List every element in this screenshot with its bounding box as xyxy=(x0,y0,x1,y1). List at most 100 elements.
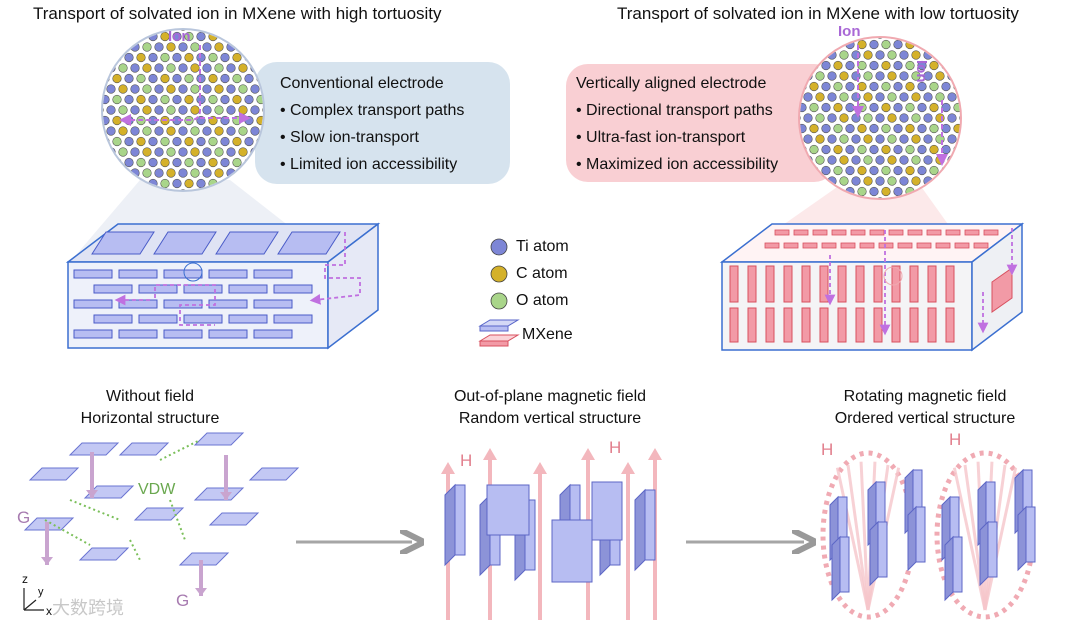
horizontal-flake xyxy=(118,299,158,309)
legend-c: C atom xyxy=(516,265,568,282)
atom xyxy=(911,92,921,102)
ordered-flake xyxy=(979,520,989,587)
atom xyxy=(202,42,212,52)
conventional-bullet-3: • Limited ion accessibility xyxy=(280,156,458,173)
horizontal-flake xyxy=(253,269,293,279)
atom xyxy=(762,40,771,49)
flake xyxy=(28,467,80,481)
atom xyxy=(160,52,170,63)
atom xyxy=(881,186,891,197)
atom xyxy=(196,178,206,189)
atom xyxy=(59,64,68,73)
atom xyxy=(875,113,885,123)
atom xyxy=(768,30,777,39)
atom xyxy=(71,64,80,73)
atom xyxy=(905,60,915,71)
ordered-flake-face xyxy=(987,521,998,578)
flake xyxy=(248,467,300,481)
atom xyxy=(103,31,110,42)
atom xyxy=(809,81,819,92)
watermark: 大数跨境 xyxy=(52,598,124,618)
atom xyxy=(935,92,945,102)
atom xyxy=(803,38,813,39)
atom xyxy=(172,136,182,147)
atom xyxy=(839,50,849,60)
atom xyxy=(833,165,843,176)
atom xyxy=(774,187,783,196)
top-vertical-flake xyxy=(935,242,951,249)
ordered-flake-face xyxy=(915,506,926,563)
atom xyxy=(299,43,308,52)
atom xyxy=(160,31,170,42)
atom xyxy=(214,168,224,178)
atom xyxy=(768,198,777,207)
atom xyxy=(208,136,218,147)
atom xyxy=(941,186,951,197)
atom xyxy=(947,38,957,39)
atom xyxy=(184,31,194,42)
atom xyxy=(142,84,152,94)
atom xyxy=(827,113,837,123)
atom xyxy=(89,53,98,62)
atom xyxy=(103,42,104,52)
atom xyxy=(875,38,885,39)
atom xyxy=(148,94,158,105)
atom xyxy=(103,94,110,105)
vertical-flake xyxy=(873,307,883,343)
field-fan-line xyxy=(952,467,987,611)
block-ion-path-3 xyxy=(309,232,361,305)
atom xyxy=(250,84,260,94)
atom xyxy=(166,105,176,115)
atom xyxy=(232,52,242,63)
atom xyxy=(923,38,933,39)
atom xyxy=(786,40,795,49)
atom xyxy=(947,92,957,102)
atom xyxy=(923,92,933,102)
atom xyxy=(899,92,909,102)
flake xyxy=(133,507,185,521)
atom xyxy=(863,134,873,144)
atom xyxy=(305,53,314,62)
field-fan-line xyxy=(983,467,1018,611)
atom xyxy=(202,105,212,115)
atom xyxy=(839,134,849,144)
atom xyxy=(154,126,164,136)
atom xyxy=(148,52,158,63)
atom xyxy=(305,32,314,41)
atom xyxy=(893,81,903,92)
atom xyxy=(899,155,909,165)
top-vertical-flake xyxy=(945,229,961,236)
atom xyxy=(65,95,74,104)
atom xyxy=(905,102,915,113)
top-vertical-flake xyxy=(774,229,790,236)
atom xyxy=(202,63,212,73)
atom xyxy=(887,155,897,165)
atom xyxy=(226,63,236,73)
atom xyxy=(996,51,1005,60)
atom xyxy=(154,84,164,94)
atom xyxy=(142,126,152,136)
aligned-callout-title: Vertically aligned electrode xyxy=(576,75,767,92)
atom xyxy=(238,105,248,115)
atom xyxy=(190,105,200,115)
atom xyxy=(756,51,765,60)
atom xyxy=(839,92,849,102)
atom xyxy=(899,176,909,186)
vertical-flake-wide xyxy=(591,481,623,541)
atom xyxy=(911,71,921,81)
atom xyxy=(196,157,206,168)
horizontal-flake xyxy=(163,269,203,279)
conventional-electrode-illustration xyxy=(59,28,510,350)
atom xyxy=(1002,187,1011,196)
atom xyxy=(103,105,104,115)
atom xyxy=(130,84,140,94)
side-flake xyxy=(991,267,1013,313)
atom xyxy=(244,178,254,189)
atom xyxy=(786,187,795,196)
atom xyxy=(1002,103,1011,112)
atom xyxy=(923,113,933,123)
top-flake xyxy=(215,231,279,255)
atom xyxy=(821,123,831,134)
atom xyxy=(226,126,236,136)
atom xyxy=(281,32,290,41)
